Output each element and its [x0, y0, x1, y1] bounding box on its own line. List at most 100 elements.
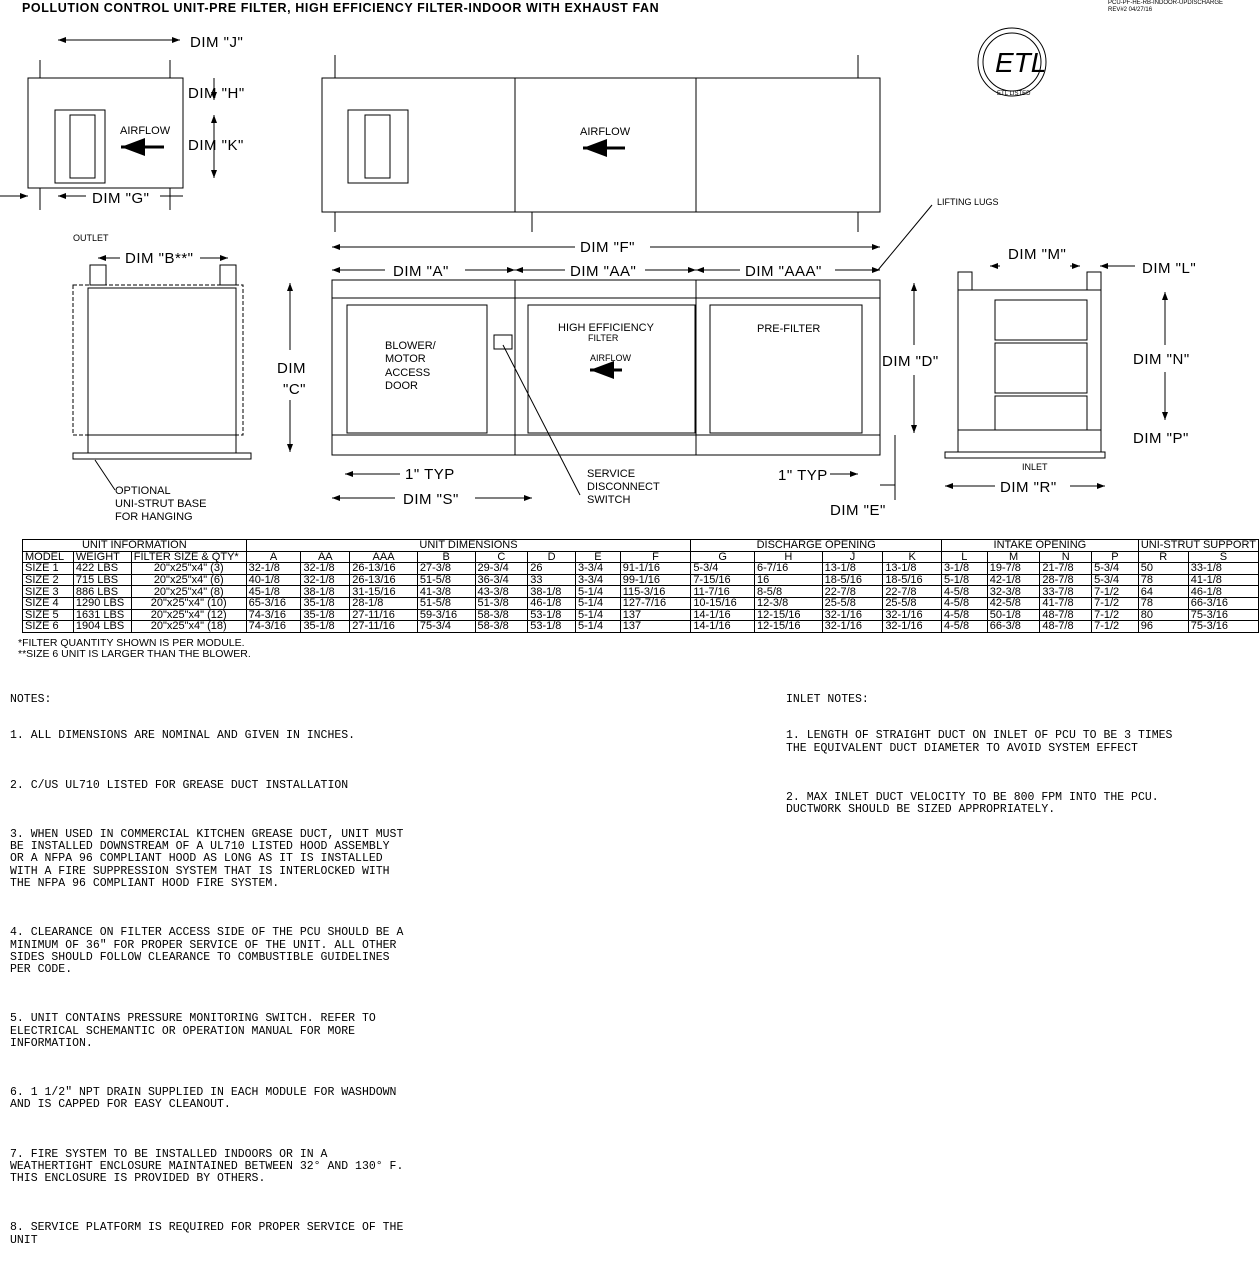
table-cell: 12-3/8	[754, 596, 823, 610]
table-cell: 115-3/16	[619, 585, 692, 598]
door-label: MOTOR	[385, 353, 426, 365]
table-cell: 137	[619, 620, 692, 633]
note-item: 8. SERVICE PLATFORM IS REQUIRED FOR PROP…	[10, 1221, 404, 1247]
hef-label: HIGH EFFICIENCY	[558, 322, 655, 334]
dim-k: DIM "K"	[188, 137, 244, 154]
table-cell: 40-1/8	[245, 573, 302, 587]
table-cell: 1631 LBS	[72, 608, 132, 622]
table-cell: 22-7/8	[882, 585, 942, 598]
table-cell: 45-1/8	[245, 585, 302, 598]
table-cell: 5-3/4	[1091, 562, 1139, 575]
table-cell: SIZE 6	[22, 620, 74, 633]
drawing-title: POLLUTION CONTROL UNIT-PRE FILTER, HIGH …	[22, 1, 660, 15]
dim-r: DIM "R"	[1000, 479, 1057, 496]
airflow-label: AIRFLOW	[580, 126, 631, 138]
table-cell: 32-1/8	[300, 562, 351, 575]
table-cell: 33-1/8	[1187, 562, 1259, 575]
table-cell: SIZE 1	[22, 562, 74, 575]
table-header: F	[619, 550, 692, 564]
table-cell: 58-3/8	[474, 608, 529, 622]
dim-aa: DIM "AA"	[570, 263, 636, 280]
table-group-header: UNIT INFORMATION	[22, 539, 247, 552]
table-cell: 12-15/16	[754, 608, 823, 622]
table-header: L	[941, 550, 988, 564]
table-cell: 48-7/8	[1039, 608, 1093, 622]
table-cell: 7-1/2	[1091, 585, 1139, 598]
footnote: **SIZE 6 UNIT IS LARGER THAN THE BLOWER.	[18, 648, 251, 660]
note-item: 6. 1 1/2" NPT DRAIN SUPPLIED IN EACH MOD…	[10, 1086, 397, 1112]
table-cell: 78	[1137, 596, 1189, 610]
table-cell: 33-7/8	[1039, 585, 1093, 598]
table-cell: 27-11/16	[349, 608, 418, 622]
note-item: 4. CLEARANCE ON FILTER ACCESS SIDE OF TH…	[10, 926, 404, 977]
etl-listed-logo: ETL ETL LISTED	[977, 27, 1047, 97]
switch-label: SERVICE	[587, 468, 635, 480]
table-cell: 66-3/16	[1187, 596, 1259, 610]
table-cell: 32-1/16	[882, 608, 942, 622]
table-group-header: INTAKE OPENING	[941, 539, 1139, 552]
dim-p: DIM "P"	[1133, 430, 1189, 447]
table-cell: 36-3/4	[474, 573, 529, 587]
table-cell: 26-13/16	[349, 573, 418, 587]
door-label: BLOWER/	[385, 340, 437, 352]
table-cell: 13-1/8	[821, 562, 884, 575]
table-cell: 26	[527, 562, 577, 575]
table-header: C	[474, 550, 529, 564]
table-cell: 422 LBS	[72, 562, 132, 575]
table-cell: 5-3/4	[690, 562, 756, 575]
table-cell: 75-3/16	[1187, 608, 1259, 622]
table-cell: 96	[1137, 620, 1189, 633]
table-group-header: UNIT DIMENSIONS	[245, 539, 692, 552]
table-cell: 5-1/4	[575, 596, 621, 610]
table-cell: 53-1/8	[527, 608, 577, 622]
table-cell: 32-1/16	[821, 620, 884, 633]
table-cell: 20"x25"x4" (8)	[130, 585, 247, 598]
table-cell: 20"x25"x4" (10)	[130, 596, 247, 610]
note-item: 1. ALL DIMENSIONS ARE NOMINAL AND GIVEN …	[10, 729, 356, 743]
table-cell: 28-7/8	[1039, 573, 1093, 587]
table-cell: 3-3/4	[575, 573, 621, 587]
table-footnotes: *FILTER QUANTITY SHOWN IS PER MODULE. **…	[18, 638, 251, 660]
inlet-note-item: 2. MAX INLET DUCT VELOCITY TO BE 800 FPM…	[786, 790, 1159, 817]
table-cell: 137	[619, 608, 692, 622]
table-cell: 65-3/16	[245, 596, 302, 610]
notes-heading: NOTES:	[10, 692, 52, 706]
table-cell: 46-1/8	[527, 596, 577, 610]
table-cell: 75-3/16	[1187, 620, 1259, 633]
dim-aaa: DIM "AAA"	[745, 263, 822, 280]
dim-s: DIM "S"	[403, 491, 459, 508]
table-cell: 4-5/8	[941, 620, 988, 633]
inlet-label: INLET	[1022, 462, 1048, 472]
table-cell: 31-15/16	[349, 585, 418, 598]
table-cell: 7-15/16	[690, 573, 756, 587]
inlet-note-item: 1. LENGTH OF STRAIGHT DUCT ON INLET OF P…	[786, 729, 1173, 755]
table-cell: 41-3/8	[416, 585, 476, 598]
table-cell: 21-7/8	[1039, 562, 1093, 575]
optional-label: FOR HANGING	[115, 511, 193, 523]
table-cell: 14-1/16	[690, 620, 756, 633]
table-cell: 32-1/16	[821, 608, 884, 622]
notes-section: NOTES: 1. ALL DIMENSIONS ARE NOMINAL AND…	[10, 669, 403, 1272]
dim-g: DIM "G"	[92, 190, 149, 207]
table-cell: 7-1/2	[1091, 608, 1139, 622]
dim-h: DIM "H"	[188, 85, 245, 102]
table-cell: 5-1/4	[575, 585, 621, 598]
table-cell: 42-1/8	[986, 573, 1041, 587]
table-header: AAA	[349, 550, 418, 564]
note-item: 2. C/US UL710 LISTED FOR GREASE DUCT INS…	[10, 778, 349, 792]
table-cell: 127-7/16	[619, 596, 692, 610]
dim-d: DIM "D"	[882, 353, 939, 370]
table-cell: 99-1/16	[619, 573, 692, 587]
table-header: M	[986, 550, 1041, 564]
dim-n: DIM "N"	[1133, 351, 1190, 368]
table-cell: 41-1/8	[1187, 573, 1259, 587]
dim-c-1: DIM	[277, 360, 306, 377]
table-header: S	[1187, 550, 1259, 564]
table-cell: 27-3/8	[416, 562, 476, 575]
table-cell: 33	[527, 573, 577, 587]
table-cell: 8-5/8	[754, 585, 823, 598]
table-cell: 1290 LBS	[72, 596, 132, 610]
